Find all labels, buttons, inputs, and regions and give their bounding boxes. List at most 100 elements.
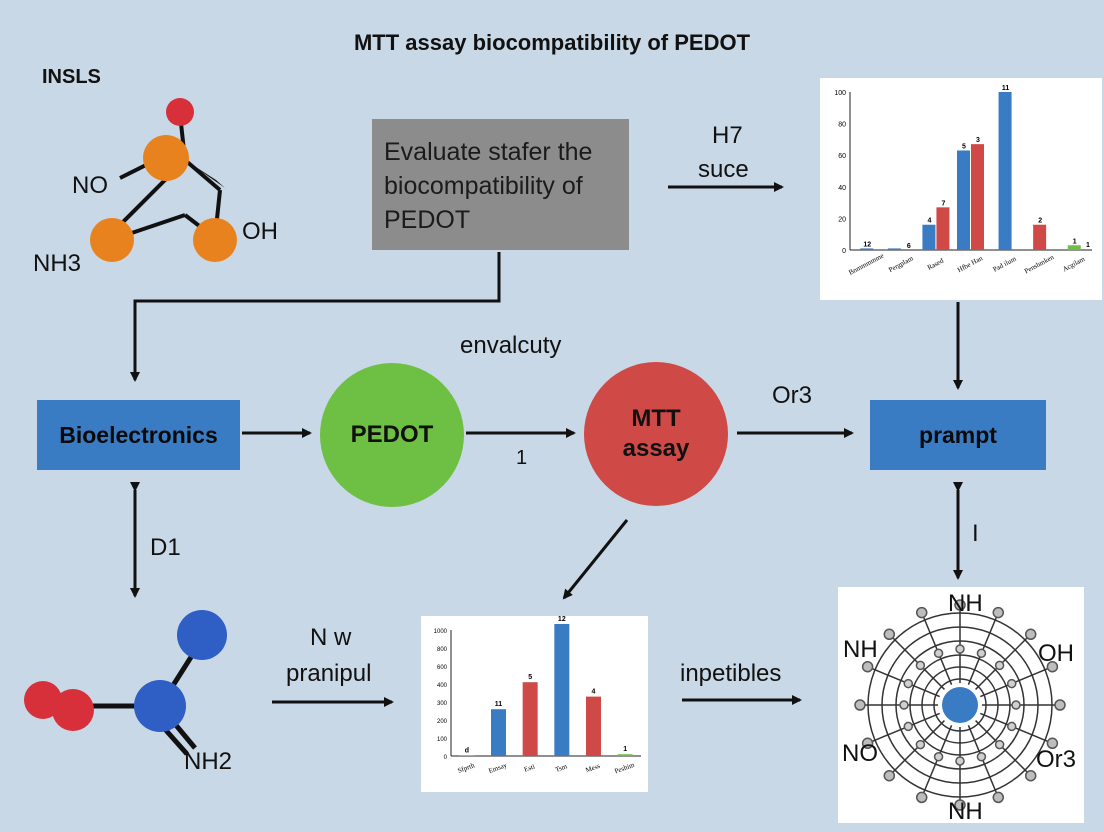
bar-value-label: 1	[1073, 238, 1077, 245]
dendrimer-inner-node	[1011, 700, 1021, 710]
x-tick-label: Sfprth	[457, 761, 477, 775]
bar	[554, 624, 570, 756]
bar	[491, 709, 506, 756]
dendrimer-branch	[980, 666, 1053, 698]
bar-value-label: 1	[623, 746, 627, 753]
dendrimer-terminal-node	[954, 799, 966, 811]
evaluate-line-2: biocompatibility of	[384, 172, 583, 200]
y-tick-label: 100	[834, 90, 846, 97]
arrow-eval-to-bioelectronics	[130, 252, 501, 382]
dendrimer-terminal-node	[1024, 769, 1037, 782]
bar	[522, 682, 538, 756]
dendrimer-branch	[921, 612, 953, 685]
y-tick-label: 200	[437, 719, 448, 725]
bar-value-label: 7	[941, 200, 945, 207]
x-tick-label: Tsm	[554, 762, 568, 774]
trailing-value-label: 1	[1086, 242, 1090, 249]
atom-label-nh2: NH2	[184, 748, 233, 775]
bar	[617, 754, 633, 756]
bar-value-label: 6	[907, 243, 911, 250]
edge-label-d1: D1	[150, 534, 181, 561]
x-tick-label: Rased	[926, 256, 945, 271]
bar	[887, 248, 901, 250]
dendrimer-inner-node	[976, 648, 987, 659]
dendrimer-terminal-node	[861, 737, 874, 750]
bar-value-label: 11	[1002, 85, 1010, 92]
dendrimer-terminal-node	[883, 628, 896, 641]
bar-value-label: 11	[495, 701, 503, 708]
y-tick-label: 100	[437, 737, 448, 743]
y-tick-label: 600	[437, 665, 448, 671]
bar	[957, 150, 970, 250]
y-tick-label: 40	[838, 185, 846, 192]
y-tick-label: 80	[838, 122, 846, 129]
dendrimer-branch	[888, 633, 945, 690]
chart-top-right-svg: 02040608010012Bnmmmmme6Pergplam47Rased53…	[834, 85, 1092, 277]
bar	[922, 224, 936, 250]
y-tick-label: 400	[437, 683, 448, 689]
dendrimer-inner-node	[994, 739, 1005, 750]
molecule-top-illustration	[90, 98, 237, 262]
y-tick-label: 800	[437, 647, 448, 653]
x-tick-label: Peshim	[613, 761, 636, 776]
dendrimer-terminal-node	[992, 791, 1005, 804]
dendrimer-inner-node	[994, 660, 1005, 671]
dendrimer-branch	[975, 633, 1032, 690]
bar-value-label: 5	[528, 674, 532, 681]
dendrimer-label-right-bottom: Or3	[1036, 746, 1077, 773]
dendrimer-terminal-node	[1046, 660, 1059, 673]
dendrimer-branch	[980, 712, 1053, 744]
x-tick-label: Mess	[585, 762, 602, 775]
dendrimer-inner-node	[976, 751, 987, 762]
page-title: MTT assay biocompatibility of PEDOT	[353, 30, 751, 55]
bar	[586, 696, 601, 756]
carbon-atom	[143, 135, 189, 181]
edge-label-one: 1	[516, 447, 528, 469]
dendrimer-inner-node	[955, 756, 965, 766]
edge-label-or3: Or3	[772, 382, 813, 409]
dendrimer-terminal-node	[854, 699, 866, 711]
dendrimer-inner-node	[903, 721, 914, 732]
dendrimer-branch	[867, 712, 940, 744]
molecule-bottom-illustration	[24, 610, 227, 756]
bar	[971, 144, 984, 250]
y-tick-label: 0	[444, 755, 448, 761]
oxygen-atom	[166, 98, 194, 126]
dendrimer-branch	[967, 725, 999, 798]
dendrimer-branch	[975, 720, 1032, 777]
nitrogen-atom	[134, 680, 186, 732]
bar-value-label: 2	[1038, 218, 1042, 225]
edge-label-suce: suce	[698, 156, 749, 183]
y-tick-label: 60	[838, 153, 846, 160]
dendrimer-branch	[888, 720, 945, 777]
evaluate-line-3: PEDOT	[384, 206, 471, 234]
dendrimer-inner-node	[1006, 678, 1017, 689]
dendrimer-terminal-node	[1054, 699, 1066, 711]
dendrimer-terminal-node	[861, 660, 874, 673]
corner-label: INSLS	[42, 66, 101, 88]
bar-value-label: d	[465, 748, 469, 755]
dendrimer-label-left-bottom: NO	[842, 740, 878, 767]
node-prampt: prampt	[870, 400, 1046, 470]
atom-label-oh: OH	[242, 218, 278, 245]
bar-value-label: 4	[592, 689, 596, 696]
node-bioelectronics: Bioelectronics	[37, 400, 240, 470]
bar-value-label: 12	[558, 616, 566, 623]
dendrimer-terminal-node	[883, 769, 896, 782]
oxygen-atom	[52, 689, 94, 731]
chart-bottom-center-svg: 01002003004006008001000dSfprth11Emsay5Es…	[434, 616, 641, 776]
bar	[1067, 245, 1081, 250]
dendrimer-illustration	[854, 599, 1066, 811]
dendrimer-label-top: NH	[948, 590, 983, 617]
dendrimer-terminal-node	[992, 606, 1005, 619]
bar	[936, 207, 950, 250]
x-tick-label: Pergplam	[887, 254, 915, 274]
carbon-atom	[90, 218, 134, 262]
bar-value-label: 4	[927, 218, 931, 225]
node-pedot: PEDOT	[320, 363, 464, 507]
dendrimer-label-left-top: NH	[843, 636, 878, 663]
edge-label-envalcuty: envalcuty	[460, 332, 562, 359]
bar	[1033, 224, 1047, 250]
